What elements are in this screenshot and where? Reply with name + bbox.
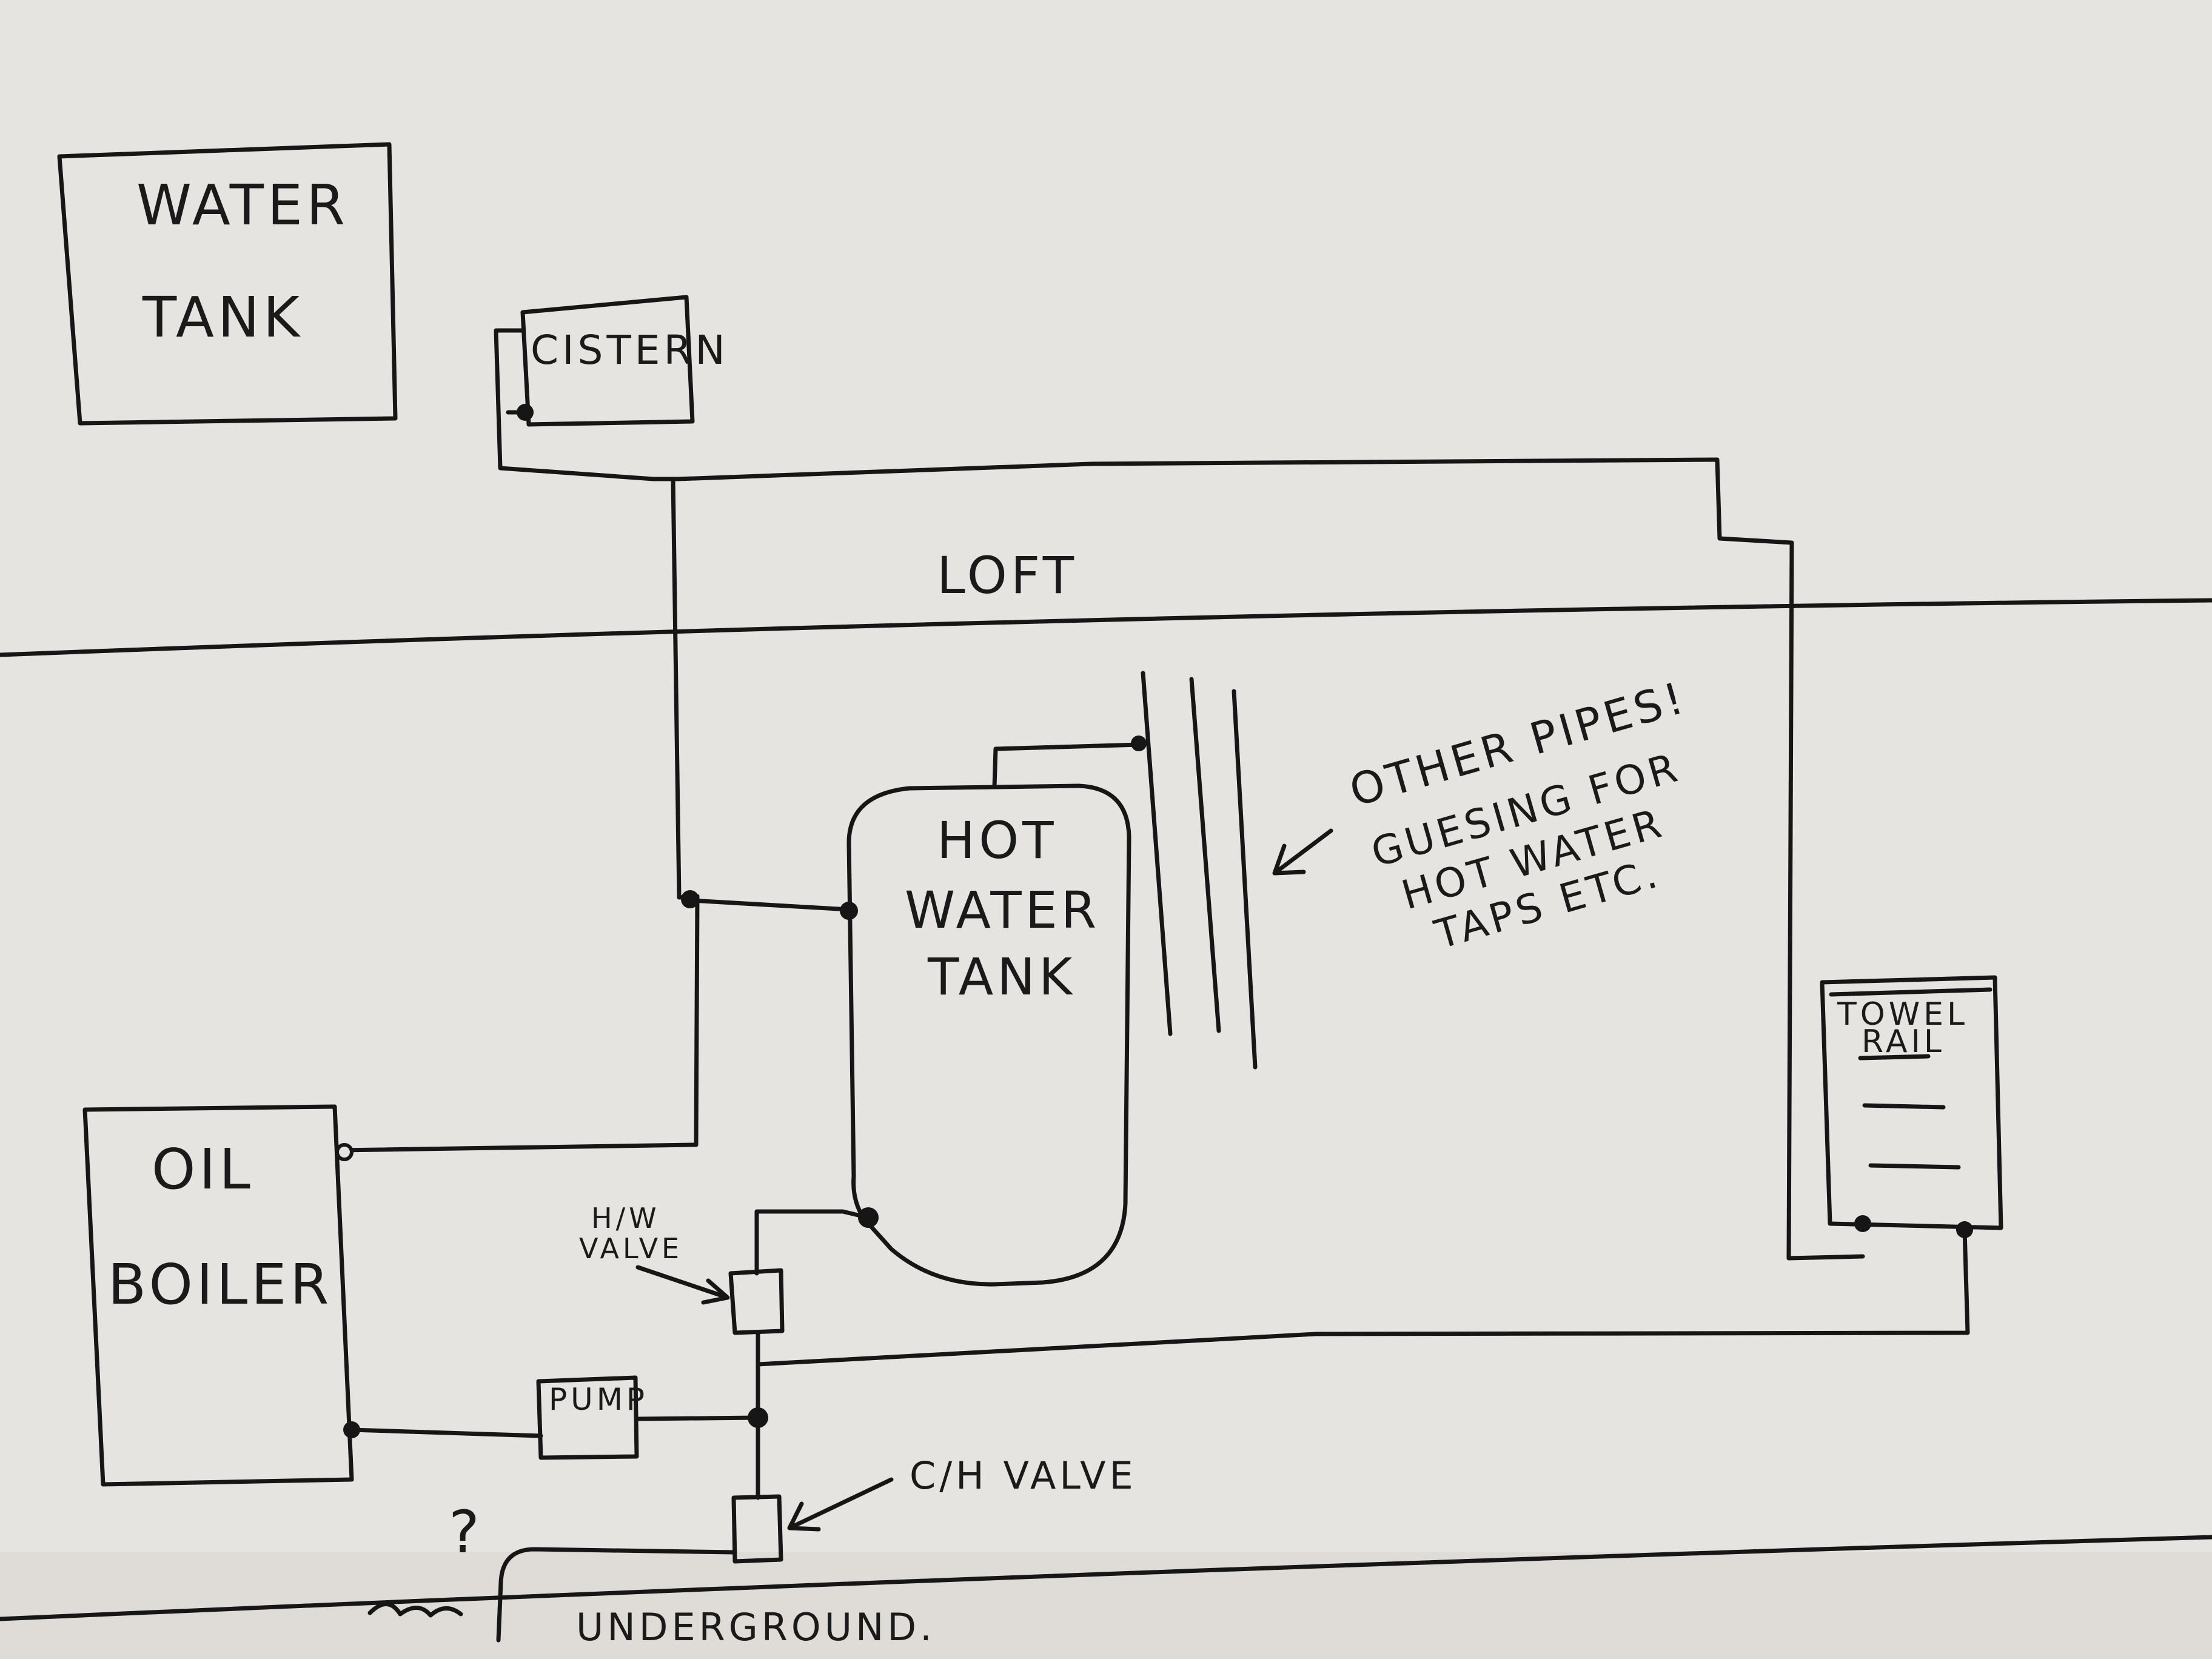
pump-box <box>536 1375 639 1460</box>
water-tank-label-1: WATER <box>136 173 349 238</box>
water-tank-label-2: TANK <box>142 285 303 350</box>
hot-water-tank-label-2: WATER <box>905 880 1100 940</box>
oil-boiler-box <box>82 1104 354 1487</box>
ch-valve-arrow <box>787 1477 894 1532</box>
towel-rail-box <box>1820 975 2003 1230</box>
ch-valve-label: C/H VALVE <box>910 1453 1137 1498</box>
loft-label: LOFT <box>937 546 1078 605</box>
hot-water-tank-label-1: HOT <box>937 811 1057 870</box>
oil-boiler-label-1: OIL <box>152 1137 254 1202</box>
tank-top-outlet-pipe <box>992 742 1142 789</box>
ch-valve-underground-pipe <box>496 1547 737 1643</box>
tank-cold-inlet-pipe <box>689 898 851 912</box>
towel-rail-bar-1 <box>1862 1103 1946 1110</box>
boiler-to-pump-pipe <box>349 1427 543 1438</box>
pump-label: PUMP <box>549 1382 648 1417</box>
cistern-label: CISTERN <box>531 327 729 374</box>
paper-shadow <box>0 1552 2212 1659</box>
ch-valve-box <box>731 1494 783 1564</box>
towel-rail-label-2: RAIL <box>1862 1024 1945 1060</box>
cold-feed-tee-joint <box>681 890 699 908</box>
other-pipes-arrow <box>1272 828 1333 876</box>
tank-to-hw-valve-pipe <box>754 1209 871 1276</box>
towel-rail-bar-2 <box>1868 1163 1961 1170</box>
hw-valve-arrow <box>635 1265 730 1305</box>
loft-floor-line <box>0 598 2212 657</box>
cistern-box <box>520 295 695 427</box>
towel-rail-label-1: TOWEL <box>1837 996 1968 1033</box>
tank-top-joint <box>1131 736 1147 751</box>
question-mark: ? <box>449 1498 483 1566</box>
hot-water-tank-cylinder <box>846 783 1131 1287</box>
towel-rail-return-pipe <box>756 1227 1970 1367</box>
water-tank-box <box>57 142 398 426</box>
tank-return-joint <box>858 1207 879 1228</box>
loft-pipe-run-right <box>651 457 1865 1261</box>
boiler-flow-joint <box>335 1143 354 1161</box>
other-pipe-1 <box>1141 671 1173 1036</box>
other-pipe-2 <box>1189 677 1221 1033</box>
ground-level-line <box>0 1535 2212 1621</box>
tank-cold-inlet-joint <box>840 902 858 920</box>
hw-valve-box <box>728 1268 785 1335</box>
oil-boiler-label-2: BOILER <box>108 1252 332 1317</box>
pump-to-manifold-pipe <box>634 1415 760 1421</box>
other-pipe-3 <box>1232 689 1258 1070</box>
hot-water-tank-label-3: TANK <box>927 947 1076 1007</box>
hw-valve-label-2: VALVE <box>579 1232 683 1265</box>
towel-rail-underline <box>1858 1054 1931 1061</box>
scribble-mark <box>367 1602 463 1618</box>
hw-valve-label-1: H/W <box>591 1202 660 1235</box>
towel-rail-inner-top <box>1829 987 1992 997</box>
towel-rail-inlet-joint <box>1854 1215 1871 1232</box>
cistern-feed-pipe <box>494 328 656 481</box>
underground-label: UNDERGROUND. <box>576 1605 936 1649</box>
